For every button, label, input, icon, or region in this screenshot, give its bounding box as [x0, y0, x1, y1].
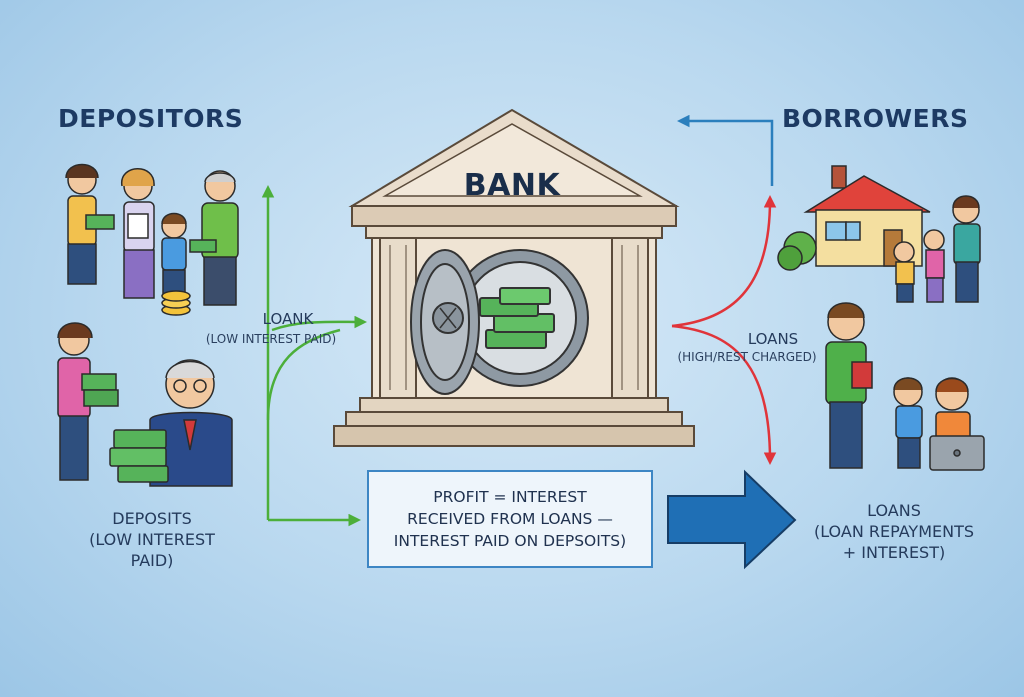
borrowers-heading: BORROWERS [782, 104, 969, 133]
bank-title: BANK [463, 168, 561, 203]
red-arrow-up [671, 195, 777, 328]
cash-stack-icon [479, 287, 555, 349]
cash-icon [81, 373, 117, 391]
profit-line1: PROFIT = INTEREST [433, 488, 587, 506]
bank-entablature [351, 205, 677, 227]
loan-left-sublabel: (LOW INTEREST PAID) [205, 332, 337, 346]
loans-right-sublabel: (HIGH/REST CHARGED) [677, 350, 817, 364]
repayments-label-line1: LOANS [867, 501, 921, 520]
repayments-label: LOANS (LOAN REPAYMENTS + INTEREST) [792, 500, 996, 563]
green-curve [266, 328, 341, 421]
vault [410, 249, 589, 395]
cash-pile-icon [109, 429, 169, 483]
laptop-icon [929, 435, 985, 471]
depositors-heading: DEPOSITORS [58, 104, 244, 133]
loan-left-label: LOANK [262, 310, 314, 328]
borrowers-house-illustration [777, 165, 981, 303]
bank-pillar-left [379, 237, 417, 399]
repayments-label-line2: (LOAN REPAYMENTS [813, 522, 975, 541]
depositors-elderly-illustration [57, 322, 233, 487]
profit-box: PROFIT = INTEREST RECEIVED FROM LOANS — … [367, 470, 653, 568]
book-icon [851, 361, 873, 389]
cash-icon [189, 239, 217, 253]
red-flow-arrows [671, 195, 777, 465]
blue-flow-arrow [677, 114, 774, 186]
red-arrow-down [671, 324, 777, 465]
depositors-family-illustration [65, 163, 239, 316]
deposits-label-line2: (LOW INTEREST [89, 530, 215, 549]
deposits-label-line3: PAID) [130, 551, 174, 570]
green-flow-arrows [261, 185, 367, 527]
house-roof [803, 175, 931, 213]
cash-icon [85, 214, 115, 230]
bank-step-3 [333, 425, 695, 447]
bank-step-1 [359, 397, 669, 413]
loans-right-label: LOANS [747, 330, 799, 348]
profit-line2: RECEIVED FROM LOANS — [407, 510, 613, 528]
coin-stack-icon [161, 290, 191, 316]
green-arrow-to-bank [271, 315, 367, 332]
borrowers-family-illustration [825, 302, 985, 471]
bank-pillar-right [611, 237, 649, 399]
bank-step-2 [345, 411, 683, 427]
deposits-label: DEPOSITS (LOW INTEREST PAID) [62, 508, 242, 571]
repayments-label-line3: + INTEREST) [842, 543, 946, 562]
big-blue-arrow [667, 469, 797, 570]
deposits-label-line1: DEPOSITS [112, 509, 192, 528]
profit-line3: INTEREST PAID ON DEPSOITS) [393, 532, 627, 550]
